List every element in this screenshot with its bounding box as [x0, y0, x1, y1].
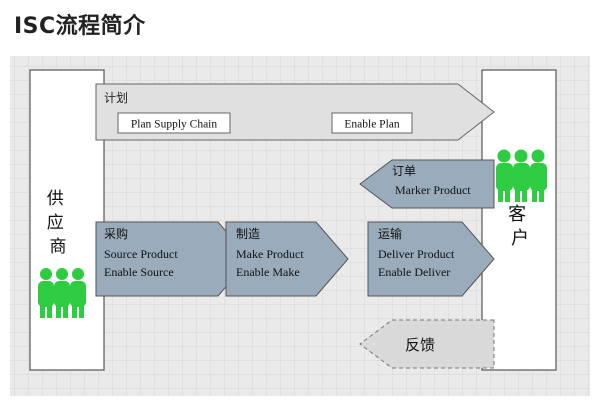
deliver-arrow	[367, 221, 495, 297]
customer-people-icon	[496, 149, 547, 202]
make-arrow	[225, 221, 349, 297]
plan-header: 计划	[104, 91, 128, 105]
supplier-column	[29, 69, 105, 371]
isc-diagram: 供 应 商 客 户 计划 Pla	[0, 52, 600, 400]
plan-item-1: Plan Supply Chain	[131, 119, 218, 131]
feedback-arrow	[359, 319, 495, 369]
page-title: ISC流程简介	[14, 14, 146, 39]
plan-item-2: Enable Plan	[344, 119, 399, 131]
order-item-1: Marker Product	[395, 183, 471, 197]
make-header: 制造	[236, 227, 260, 241]
make-item-2: Enable Make	[236, 265, 300, 279]
plan-item-box-2	[331, 112, 413, 134]
source-item-1: Source Product	[104, 247, 178, 261]
supplier-people-icon	[38, 268, 86, 318]
deliver-item-1: Deliver Product	[378, 247, 455, 261]
feedback-label: 反馈	[405, 336, 435, 354]
source-header: 采购	[104, 226, 128, 241]
order-arrow	[359, 159, 495, 209]
plan-item-box-1	[117, 112, 231, 134]
customer-label: 客 户	[508, 204, 532, 249]
deliver-header: 运输	[378, 226, 402, 241]
order-header: 订单	[392, 164, 416, 178]
supplier-label: 供 应 商	[47, 189, 69, 257]
source-item-2: Enable Source	[104, 265, 174, 279]
make-item-1: Make Product	[236, 247, 304, 261]
deliver-item-2: Enable Deliver	[378, 265, 450, 279]
